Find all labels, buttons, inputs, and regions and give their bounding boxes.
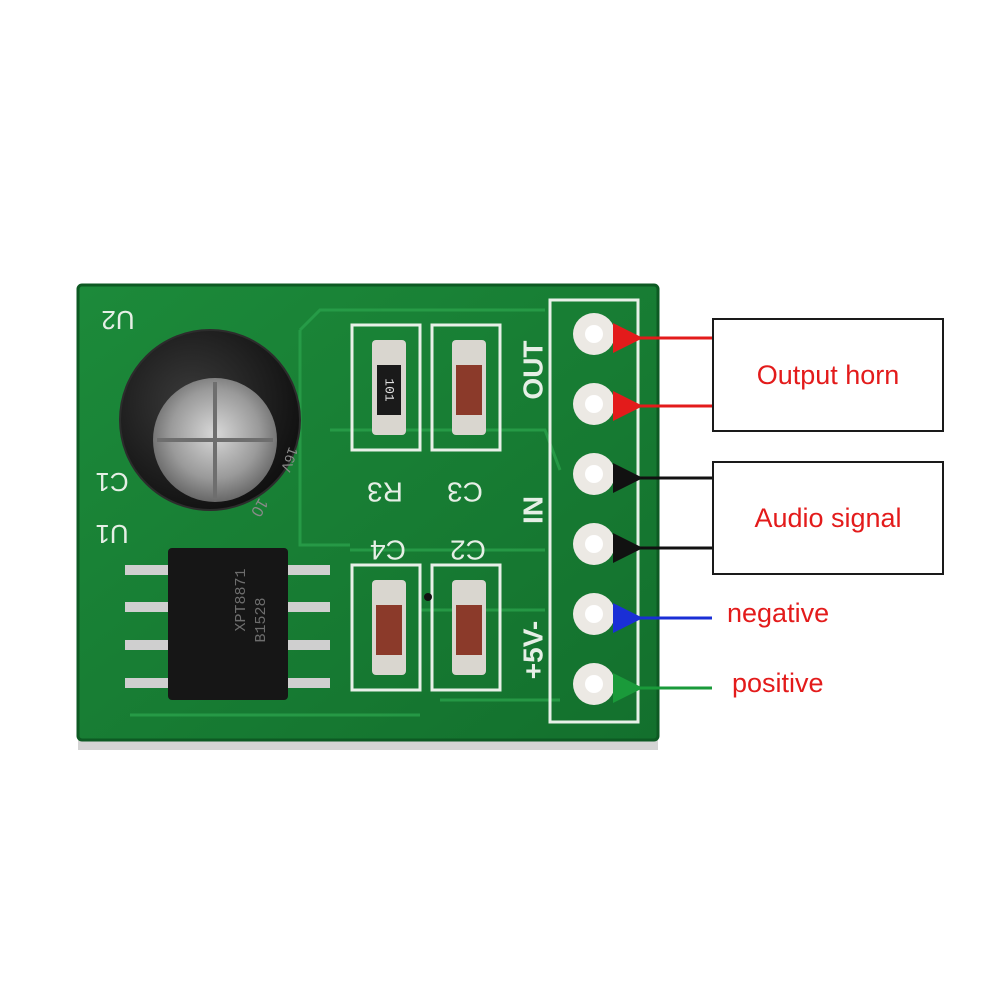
silk-c1: C1 — [95, 467, 128, 497]
chip-marking-2: B1528 — [253, 597, 270, 642]
electrolytic-capacitor: 10 16V — [119, 329, 301, 519]
positive-label: positive — [732, 668, 824, 698]
pad-out-2 — [573, 383, 615, 425]
silk-c2: C2 — [450, 535, 486, 566]
output-horn-box: Output horn — [712, 318, 944, 432]
capacitor-c2 — [452, 580, 486, 675]
silk-out: OUT — [517, 340, 548, 399]
via — [424, 593, 432, 601]
header-pads — [573, 313, 615, 705]
silk-c4: C4 — [370, 535, 406, 566]
chip-marking-1: XPT8871 — [233, 568, 250, 631]
silk-power: +5V- — [517, 621, 548, 679]
smd-outlines — [350, 323, 502, 692]
silk-in: IN — [517, 496, 548, 524]
header-outline — [548, 298, 640, 724]
pcb-shadow — [78, 740, 658, 750]
silk-r3: R3 — [367, 477, 403, 508]
pad-in-2 — [573, 523, 615, 565]
audio-signal-box: Audio signal — [712, 461, 944, 575]
resistor-code: 101 — [382, 378, 397, 402]
pad-positive — [573, 663, 615, 705]
silk-c3: C3 — [447, 477, 483, 508]
output-horn-label: Output horn — [756, 359, 900, 390]
cap-marking: 10 — [247, 495, 271, 519]
pad-out-1 — [573, 313, 615, 355]
capacitor-c4 — [372, 580, 406, 675]
silk-u1: U1 — [95, 519, 128, 549]
silk-u2: U2 — [101, 305, 134, 335]
audio-signal-label: Audio signal — [754, 502, 902, 533]
pad-negative — [573, 593, 615, 635]
negative-label: negative — [727, 598, 830, 628]
resistor-r3: 101 — [372, 340, 406, 435]
pcb-edge — [76, 283, 660, 742]
capacitor-c3 — [452, 340, 486, 435]
annotation-arrows — [613, 323, 712, 703]
ic-chip: XPT8871 B1528 — [125, 548, 330, 700]
pad-in-1 — [573, 453, 615, 495]
